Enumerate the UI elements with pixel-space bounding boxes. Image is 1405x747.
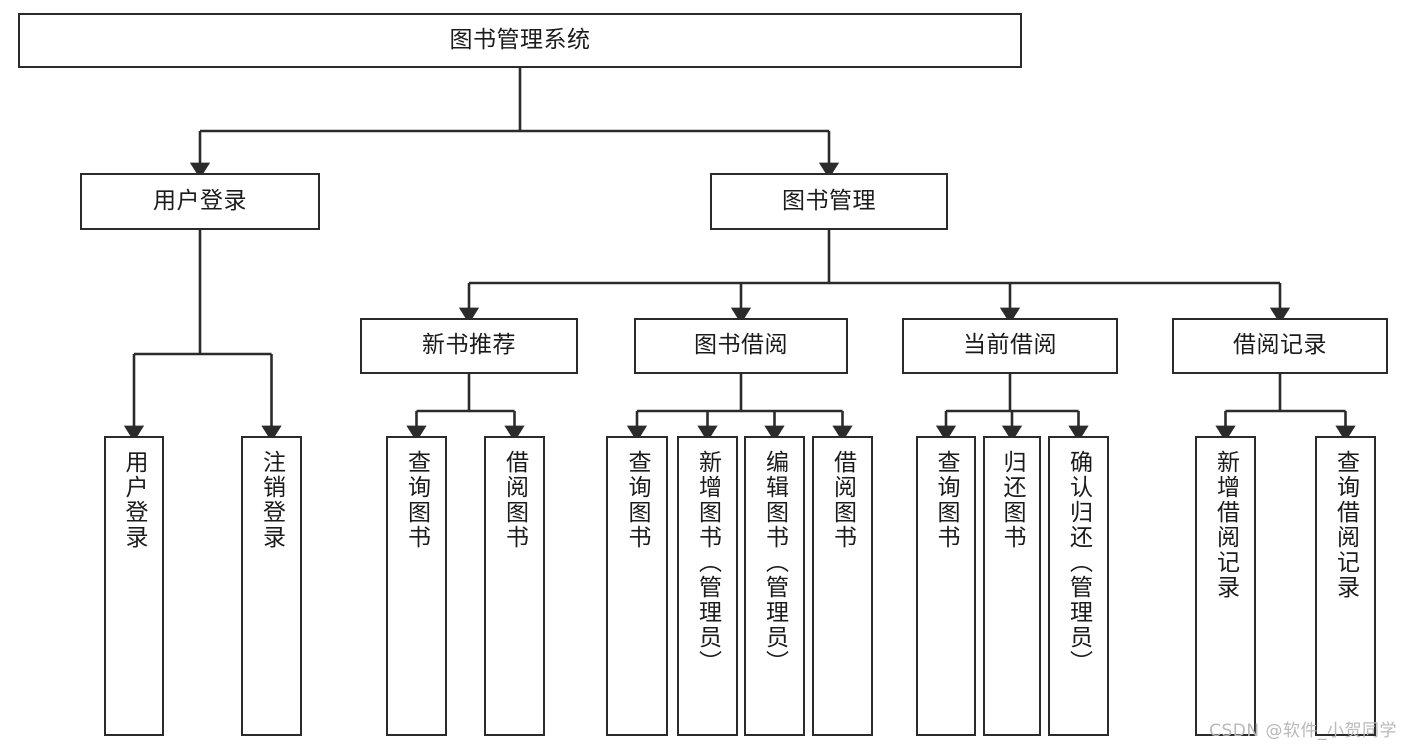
node-label: 新书推荐: [422, 332, 516, 359]
node-label: 用户登录: [121, 450, 148, 550]
node-label: 查询图书: [933, 450, 960, 550]
node-label: 借阅图书: [501, 450, 528, 550]
node-new-book-recommendation[interactable]: 新书推荐: [360, 318, 578, 374]
node-leaf-add-borrow-record[interactable]: 新增借阅记录: [1195, 436, 1256, 736]
node-current-borrowing[interactable]: 当前借阅: [902, 318, 1118, 374]
node-label: 借阅记录: [1233, 332, 1327, 359]
node-label: 图书管理: [782, 187, 876, 214]
node-leaf-confirm-return-admin[interactable]: 确认归还（管理员）: [1048, 436, 1109, 736]
node-borrowing-records[interactable]: 借阅记录: [1172, 318, 1388, 374]
node-label: 当前借阅: [963, 332, 1057, 359]
node-root-book-management-system[interactable]: 图书管理系统: [18, 13, 1022, 68]
node-leaf-return-book[interactable]: 归还图书: [983, 436, 1041, 736]
node-label: 用户登录: [153, 187, 247, 214]
node-label: 借阅图书: [829, 450, 856, 550]
node-label: 注销登录: [258, 450, 285, 550]
node-label: 归还图书: [999, 450, 1026, 550]
node-label: 确认归还（管理员）: [1065, 450, 1092, 675]
node-leaf-query-borrow-record[interactable]: 查询借阅记录: [1315, 436, 1376, 736]
node-label: 编辑图书（管理员）: [761, 450, 788, 675]
node-label: 新增借阅记录: [1212, 450, 1239, 600]
node-book-management[interactable]: 图书管理: [710, 173, 948, 230]
node-label: 新增图书（管理员）: [694, 450, 721, 675]
node-book-borrowing[interactable]: 图书借阅: [634, 318, 848, 374]
node-leaf-borrow-book-1[interactable]: 借阅图书: [484, 436, 545, 736]
node-user-login[interactable]: 用户登录: [80, 173, 320, 230]
node-leaf-edit-book-admin[interactable]: 编辑图书（管理员）: [744, 436, 805, 736]
node-label: 图书借阅: [694, 332, 788, 359]
node-leaf-query-book-1[interactable]: 查询图书: [386, 436, 447, 736]
node-label: 图书管理系统: [449, 26, 591, 53]
node-leaf-borrow-book-2[interactable]: 借阅图书: [812, 436, 873, 736]
node-label: 查询图书: [624, 450, 651, 550]
node-label: 查询图书: [403, 450, 430, 550]
node-label: 查询借阅记录: [1332, 450, 1359, 600]
node-leaf-query-book-3[interactable]: 查询图书: [916, 436, 976, 736]
node-leaf-user-login[interactable]: 用户登录: [104, 436, 164, 736]
node-leaf-add-book-admin[interactable]: 新增图书（管理员）: [677, 436, 738, 736]
node-leaf-query-book-2[interactable]: 查询图书: [606, 436, 668, 736]
node-leaf-logout[interactable]: 注销登录: [241, 436, 302, 736]
csdn-watermark: CSDN @软件_小贺同学: [1209, 721, 1397, 741]
